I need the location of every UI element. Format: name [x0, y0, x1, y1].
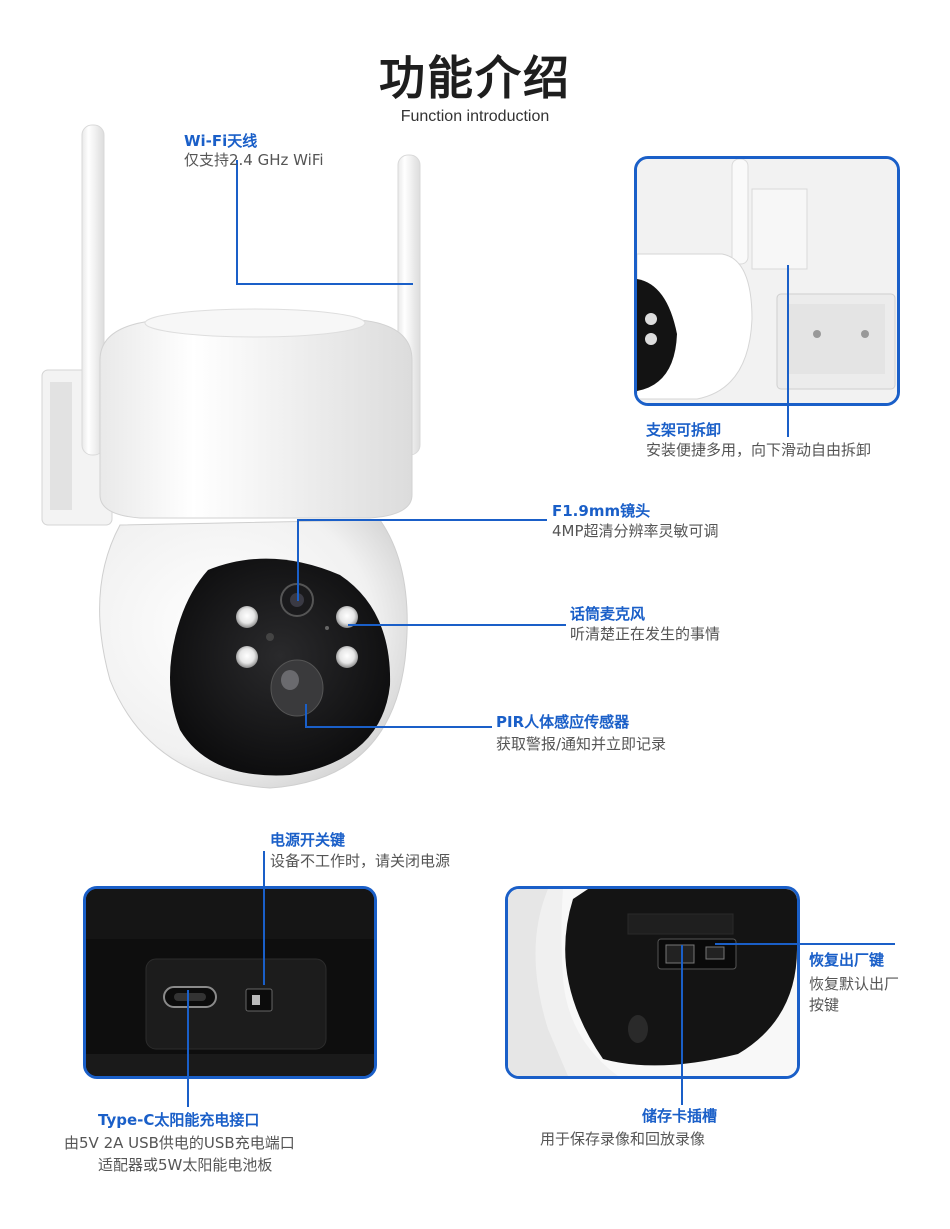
- camera-illustration: [40, 120, 480, 800]
- typec-desc-line1: 由5V 2A USB供电的USB充电端口: [64, 1134, 295, 1152]
- typec-desc-line2: 适配器或5W太阳能电池板: [98, 1156, 273, 1174]
- wifi-connector-line: [236, 160, 238, 285]
- sd-connector-line: [681, 945, 683, 1105]
- wifi-title: Wi-Fi天线: [184, 132, 258, 150]
- typec-connector-line: [187, 990, 189, 1107]
- lens-connector-line-v: [297, 519, 299, 601]
- bracket-photo: [634, 156, 900, 406]
- reset-connector-line: [715, 943, 895, 945]
- port-closeup: [83, 886, 377, 1079]
- bracket-title: 支架可拆卸: [646, 421, 722, 439]
- pir-connector-line-v: [305, 704, 307, 728]
- bracket-desc: 安装便捷多用，向下滑动自由拆卸: [646, 441, 872, 459]
- reset-desc-line1: 恢复默认出厂: [809, 975, 900, 993]
- bracket-connector-line: [787, 265, 789, 437]
- lens-title: F1.9mm镜头: [552, 502, 651, 520]
- reset-desc-line2: 按键: [809, 996, 840, 1014]
- slot-closeup: [505, 886, 800, 1079]
- mic-desc: 听清楚正在发生的事情: [570, 625, 721, 643]
- pir-title: PIR人体感应传感器: [496, 713, 630, 731]
- wifi-desc: 仅支持2.4 GHz WiFi: [184, 151, 324, 169]
- power-title: 电源开关键: [270, 831, 346, 849]
- mic-connector-line: [348, 624, 566, 626]
- mic-title: 话筒麦克风: [570, 605, 646, 623]
- power-connector-line: [263, 851, 265, 985]
- sd-desc: 用于保存录像和回放录像: [540, 1130, 706, 1148]
- sd-title: 储存卡插槽: [642, 1107, 718, 1125]
- typec-title: Type-C太阳能充电接口: [98, 1111, 260, 1129]
- reset-title: 恢复出厂键: [809, 951, 885, 969]
- page-title: 功能介绍: [379, 51, 571, 105]
- power-desc: 设备不工作时，请关闭电源: [270, 852, 451, 870]
- pir-desc: 获取警报/通知并立即记录: [496, 735, 667, 753]
- page-subtitle: Function introduction: [400, 108, 550, 125]
- lens-desc: 4MP超清分辨率灵敏可调: [552, 522, 719, 540]
- pir-connector-line-h: [305, 726, 492, 728]
- wifi-connector-line-h: [236, 283, 413, 285]
- lens-connector-line-h: [297, 519, 547, 521]
